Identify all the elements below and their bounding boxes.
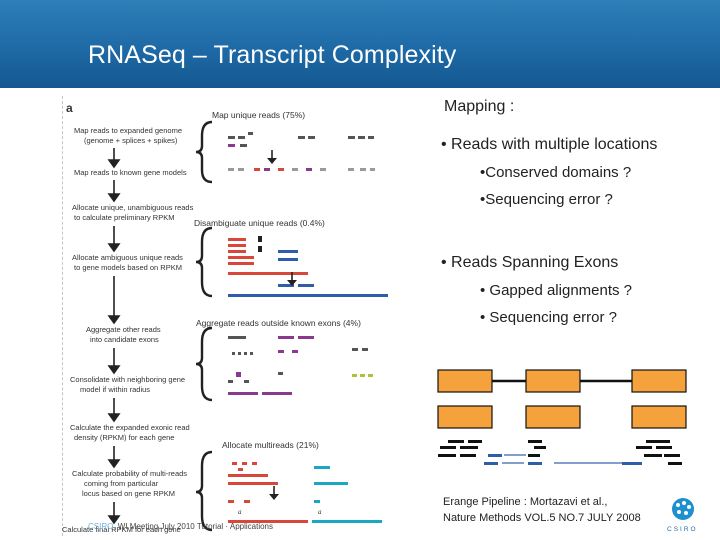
step-label: Calculate probability of multi-reads — [72, 469, 187, 478]
step-label: Aggregate other reads — [86, 325, 161, 334]
exon-spanning-diagram — [437, 369, 687, 465]
read-glyphs — [228, 336, 373, 395]
exon-block — [437, 405, 493, 429]
section-heading: Aggregate reads outside known exons (4%) — [196, 318, 361, 328]
read-glyphs — [228, 236, 388, 297]
flow-arrow — [107, 180, 121, 203]
footer-talk: Tutorial · Applications — [196, 522, 273, 531]
footer-brand: CSIRO. — [88, 522, 116, 531]
read-glyphs: a a — [228, 462, 382, 523]
exon-block — [525, 369, 581, 393]
bullet-spanning-exons: • Reads Spanning Exons — [441, 254, 619, 271]
section-heading: Disambiguate unique reads (0.4%) — [194, 218, 325, 228]
section-heading: Map unique reads (75%) — [212, 110, 305, 120]
sub-bullet-conserved-domains: •Conserved domains ? — [480, 164, 632, 181]
citation-line-2: Nature Methods VOL.5 NO.7 JULY 2008 — [443, 512, 641, 524]
section-heading: Allocate multireads (21%) — [222, 440, 319, 450]
exon-block — [437, 369, 493, 393]
slide-header: RNASeq – Transcript Complexity — [0, 0, 720, 88]
section-brace — [195, 326, 213, 402]
divider-line — [62, 96, 64, 536]
step-label: into candidate exons — [90, 335, 159, 344]
exon-block — [631, 369, 687, 393]
step-label: density (RPKM) for each gene — [74, 433, 174, 442]
citation-line-1: Erange Pipeline : Mortazavi et al., — [443, 496, 608, 508]
logo-text: CSIRO — [667, 526, 698, 533]
glyph-label: a — [238, 508, 242, 516]
glyph-label: a — [318, 508, 322, 516]
flow-arrow — [107, 226, 121, 253]
bullet-multiple-locations: • Reads with multiple locations — [441, 136, 658, 153]
sub-bullet-gapped-alignments: • Gapped alignments ? — [480, 282, 633, 299]
step-label: locus based on gene RPKM — [82, 489, 175, 498]
section-brace — [195, 450, 213, 532]
step-label: Allocate ambiguous unique reads — [72, 253, 183, 262]
csiro-logo: CSIRO — [667, 498, 698, 533]
exon-block — [631, 405, 687, 429]
flow-arrow — [107, 148, 121, 169]
step-label: Calculate the expanded exonic read — [70, 423, 190, 432]
section-brace — [195, 226, 213, 298]
step-label: Allocate unique, unambiguous reads — [72, 203, 194, 212]
flow-arrow — [107, 348, 121, 375]
flow-arrow — [107, 398, 121, 423]
panel-label: a — [66, 101, 73, 115]
step-label: to calculate preliminary RPKM — [74, 213, 174, 222]
step-label: coming from particular — [84, 479, 159, 488]
sub-bullet-sequencing-error: •Sequencing error ? — [480, 191, 613, 208]
read-glyphs — [438, 440, 682, 465]
slide-footer: CSIRO. WI Meeting July 2010 Tutorial · A… — [88, 522, 273, 531]
step-label: Consolidate with neighboring gene — [70, 375, 185, 384]
step-label: Calculate final RPKM for each gene — [62, 525, 181, 534]
flow-arrow — [107, 446, 121, 469]
step-label: Map reads to expanded genome — [74, 126, 182, 135]
footer-event: WI Meeting July 2010 — [117, 522, 195, 531]
section-brace — [195, 120, 213, 184]
exon-block — [525, 405, 581, 429]
slide-title: RNASeq – Transcript Complexity — [88, 41, 457, 69]
flow-arrow — [107, 502, 121, 525]
step-label: model if within radius — [80, 385, 150, 394]
flow-arrow — [107, 276, 121, 325]
step-label: (genome + splices + spikes) — [84, 136, 178, 145]
read-glyphs — [228, 132, 375, 171]
sub-bullet-sequencing-error-2: • Sequencing error ? — [480, 309, 617, 326]
mapping-heading: Mapping : — [444, 98, 515, 115]
erange-pipeline-figure: a Map reads to expanded genome (genome +… — [62, 101, 388, 534]
step-label: to gene models based on RPKM — [74, 263, 182, 272]
step-label: Map reads to known gene models — [74, 168, 187, 177]
